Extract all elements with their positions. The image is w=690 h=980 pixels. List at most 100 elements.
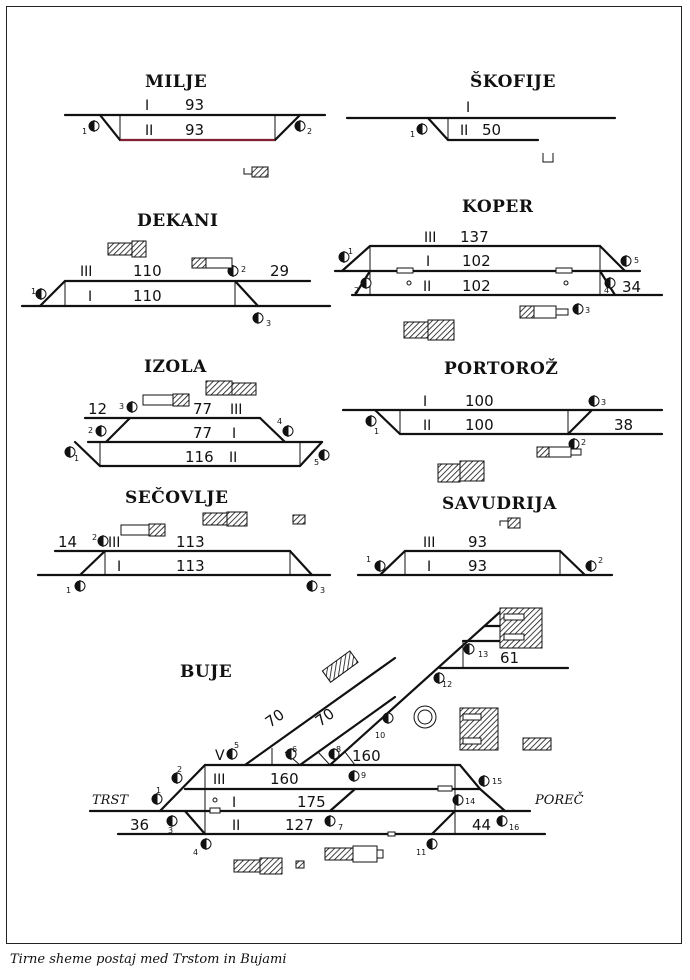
signal-number: 8 <box>336 745 341 754</box>
building-icon <box>131 240 147 258</box>
signal-icon <box>620 255 632 267</box>
signal-icon <box>374 560 386 572</box>
signal-icon <box>463 643 475 655</box>
track-length: 50 <box>482 121 501 139</box>
building-icon <box>202 512 228 526</box>
track-length: 113 <box>176 557 205 575</box>
building-icon <box>292 514 306 525</box>
signal-number: 2 <box>177 765 182 774</box>
track-length: 100 <box>465 416 494 434</box>
signal-icon <box>452 794 464 806</box>
building-icon <box>107 242 133 256</box>
signal-number: 1 <box>348 247 353 256</box>
track-label: III <box>424 230 436 246</box>
signal-number: 9 <box>361 771 366 780</box>
track-length: 110 <box>133 262 162 280</box>
signal-icon <box>478 775 490 787</box>
track-label: I <box>88 289 92 305</box>
station-secovlje: SEČOVLJE 14 III 113 I 113 1 2 3 <box>36 487 332 595</box>
signal-number: 1 <box>66 586 71 595</box>
signal-number: 3 <box>585 306 590 315</box>
building-icon <box>437 463 461 483</box>
station-portoroz: PORTOROŽ I 100 II 100 38 1 2 3 <box>341 358 664 483</box>
signal-icon <box>572 303 584 315</box>
track-length: 77 <box>193 400 212 418</box>
building-icon <box>403 321 429 339</box>
station-name: SAVUDRIJA <box>442 494 557 514</box>
direction-label: POREČ <box>534 791 584 808</box>
figure-caption: Tirne sheme postaj med Trstom in Bujami <box>10 952 287 967</box>
signal-icon <box>97 535 109 547</box>
signal-number: 11 <box>416 848 426 857</box>
track-length: 100 <box>465 392 494 410</box>
shelter-icon <box>533 305 557 319</box>
signal-number: 13 <box>478 650 488 659</box>
building-icon <box>519 305 535 319</box>
signal-number: 14 <box>465 797 475 806</box>
shelter-icon <box>142 394 174 406</box>
signal-number: 5 <box>634 256 639 265</box>
signal-icon <box>360 277 372 289</box>
track-label: II <box>423 418 431 434</box>
track-label: I <box>423 394 427 410</box>
building-icon <box>191 257 207 269</box>
track-length: 34 <box>622 278 641 296</box>
signal-number: 5 <box>314 458 319 467</box>
signal-icon <box>74 580 86 592</box>
track-length: 93 <box>185 96 204 114</box>
signal-number: 3 <box>119 402 124 411</box>
signal-number: 7 <box>338 823 343 832</box>
building-icon <box>251 166 269 178</box>
signal-icon <box>416 123 428 135</box>
signal-number: 1 <box>374 427 379 436</box>
track-label: III <box>108 535 120 551</box>
station-savudrija: SAVUDRIJA III 93 I 93 1 2 <box>356 494 614 577</box>
building-icon <box>259 857 283 875</box>
signal-icon <box>252 312 264 324</box>
signal-number: 2 <box>581 438 586 447</box>
station-skofije: ŠKOFIJE I II 50 1 <box>345 71 617 163</box>
track-length: 70 <box>262 705 288 731</box>
signal-number: 2 <box>92 533 97 542</box>
track-length: 38 <box>614 416 633 434</box>
page-border <box>6 6 682 944</box>
station-name: IZOLA <box>144 357 207 377</box>
station-dekani: DEKANI III 110 I 110 29 1 2 3 <box>20 211 332 328</box>
station-izola: IZOLA 12 77 III 77 I 116 II 1 2 3 4 5 <box>64 357 330 468</box>
station-milje: MILJE I 93 II 93 1 2 <box>63 72 327 178</box>
station-name: MILJE <box>145 72 207 92</box>
station-name: DEKANI <box>137 211 218 231</box>
signal-number: 15 <box>492 777 502 786</box>
track-label: I <box>145 98 149 114</box>
signal-number: 1 <box>366 555 371 564</box>
signal-number: 3 <box>601 398 606 407</box>
track-length: 110 <box>133 287 162 305</box>
signal-number: 4 <box>604 286 609 295</box>
building-icon <box>172 393 190 407</box>
signal-icon <box>35 288 47 300</box>
building-icon <box>321 650 359 683</box>
building-icon <box>205 380 233 396</box>
building-icon <box>324 847 354 861</box>
signal-number: 1 <box>410 130 415 139</box>
signal-icon <box>496 815 508 827</box>
track-label: I <box>466 100 470 116</box>
building-icon <box>231 382 257 396</box>
signal-number: 10 <box>375 731 385 740</box>
track-length: 93 <box>468 557 487 575</box>
track-length: 160 <box>270 770 299 788</box>
building-icon <box>233 859 261 873</box>
station-buje: BUJE 70 70 160 V III 160 I 175 II 127 <box>88 607 584 875</box>
signal-number: 6 <box>292 745 297 754</box>
building-icon <box>507 517 521 529</box>
signal-icon <box>318 449 330 461</box>
track-label: II <box>460 123 468 139</box>
building-icon <box>459 460 485 482</box>
track-label: II <box>229 450 237 466</box>
station-name: KOPER <box>462 197 534 217</box>
track-length: 160 <box>352 747 381 765</box>
station-name: BUJE <box>180 662 232 682</box>
track-length: 175 <box>297 793 326 811</box>
signal-number: 12 <box>442 680 452 689</box>
